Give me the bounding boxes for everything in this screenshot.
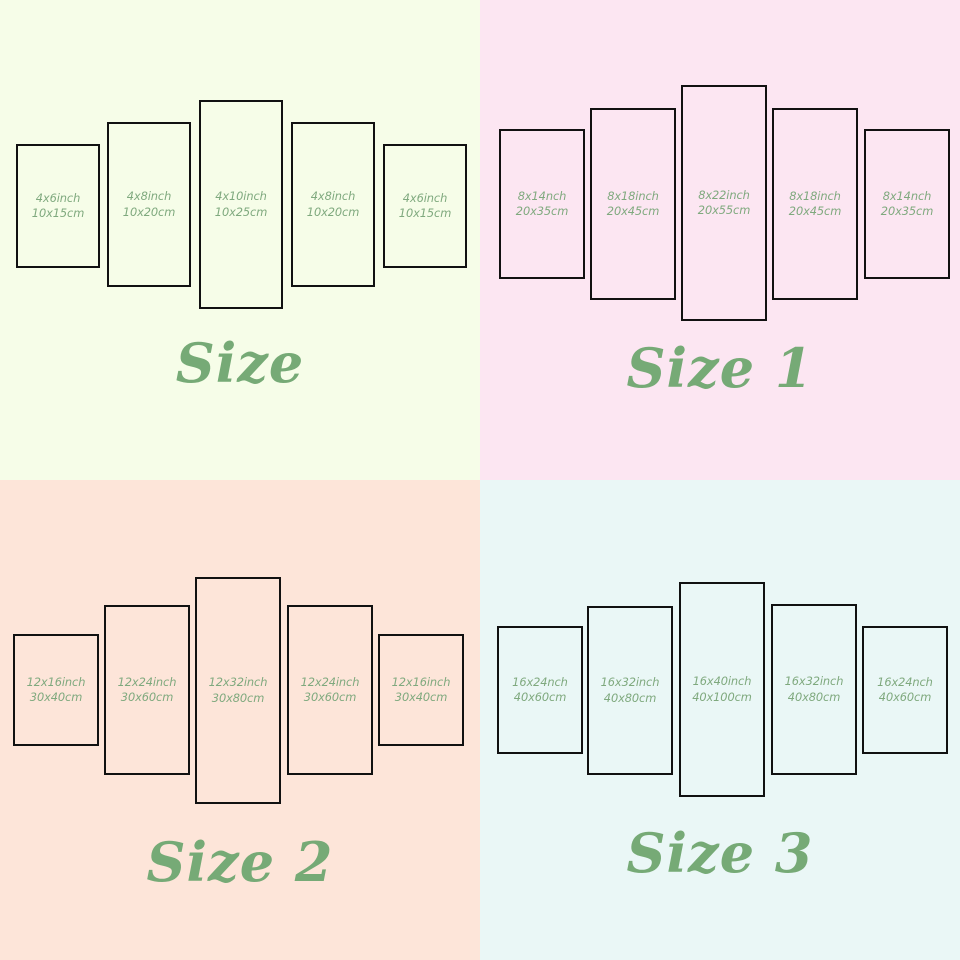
panel-size-inches: 12x16inch (391, 674, 451, 689)
panel-size-inches: 16x40inch (692, 674, 752, 689)
panel-size-inches: 4x8inch (310, 189, 356, 204)
quadrant-title-size-1: Size 1 (626, 336, 814, 400)
panel-size-cm: 40x60cm (513, 690, 567, 704)
panel-size-inches: 4x10inch (215, 189, 267, 204)
panel-size-inches: 16x24nch (512, 674, 568, 689)
panel-size-inches: 12x24inch (117, 674, 177, 689)
panel-size-cm: 30x40cm (394, 690, 448, 704)
panel-size-inches: 8x18inch (789, 188, 841, 203)
panel-size-inches: 8x18inch (607, 188, 659, 203)
panel-size-cm: 40x80cm (787, 689, 841, 704)
panel-size-cm: 20x45cm (606, 204, 660, 218)
panel-size-cm: 20x35cm (880, 204, 934, 218)
panel-size-cm: 40x60cm (878, 690, 932, 704)
panel-size-cm: 20x45cm (788, 204, 842, 218)
panel-size-cm: 40x80cm (603, 690, 657, 705)
panel-size-inches: 12x24inch (300, 674, 360, 689)
panel-size-inches: 12x32inch (208, 675, 268, 690)
quadrant-title-size-3: Size 3 (626, 821, 814, 885)
panel-size-cm: 10x20cm (306, 204, 360, 219)
panel-size-inches: 4x6inch (402, 190, 448, 205)
panel-size-cm: 10x25cm (214, 204, 268, 219)
quadrant-title-size: Size (175, 331, 305, 395)
panel-size-inches: 4x6inch (35, 190, 81, 205)
panel-size-cm: 30x60cm (303, 690, 357, 704)
panel-size-cm: 40x100cm (692, 689, 752, 704)
panel-size-inches: 4x8inch (126, 189, 172, 204)
panel-size-inches: 8x14nch (882, 188, 932, 203)
panel-size-inches: 16x24nch (877, 674, 933, 689)
panel-size-cm: 10x20cm (122, 204, 176, 219)
panel-size-cm: 20x55cm (697, 203, 751, 217)
panel-size-inches: 12x16inch (26, 674, 86, 689)
panel-size-cm: 10x15cm (398, 206, 452, 220)
panel-size-inches: 8x22inch (698, 187, 750, 202)
panel-size-cm: 10x15cm (31, 206, 85, 220)
quadrant-title-size-2: Size 2 (146, 830, 334, 894)
panel-size-cm: 30x60cm (120, 690, 174, 704)
panel-size-cm: 30x40cm (29, 690, 83, 704)
panel-size-inches: 16x32inch (784, 674, 844, 689)
panel-size-cm: 30x80cm (211, 690, 265, 705)
panel-size-inches: 8x14nch (517, 188, 567, 203)
panel-size-inches: 16x32inch (600, 675, 660, 690)
panel-size-cm: 20x35cm (515, 204, 569, 218)
